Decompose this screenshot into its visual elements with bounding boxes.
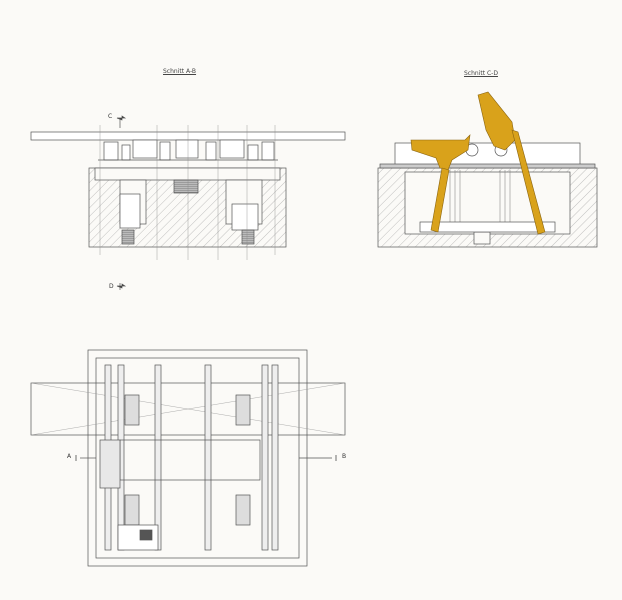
section-cd-drawing — [377, 91, 598, 248]
marker-b: B — [342, 453, 347, 460]
section-cd-title: Schnitt C-D — [464, 70, 498, 77]
section-ab-title: Schnitt A-B — [163, 68, 197, 75]
yellow-lifting-arms — [410, 91, 546, 235]
marker-c: C — [108, 113, 113, 120]
marker-a: A — [67, 453, 72, 460]
plan-view-drawing — [30, 349, 346, 567]
marker-d: D — [109, 283, 114, 290]
section-ab-drawing — [30, 115, 346, 290]
